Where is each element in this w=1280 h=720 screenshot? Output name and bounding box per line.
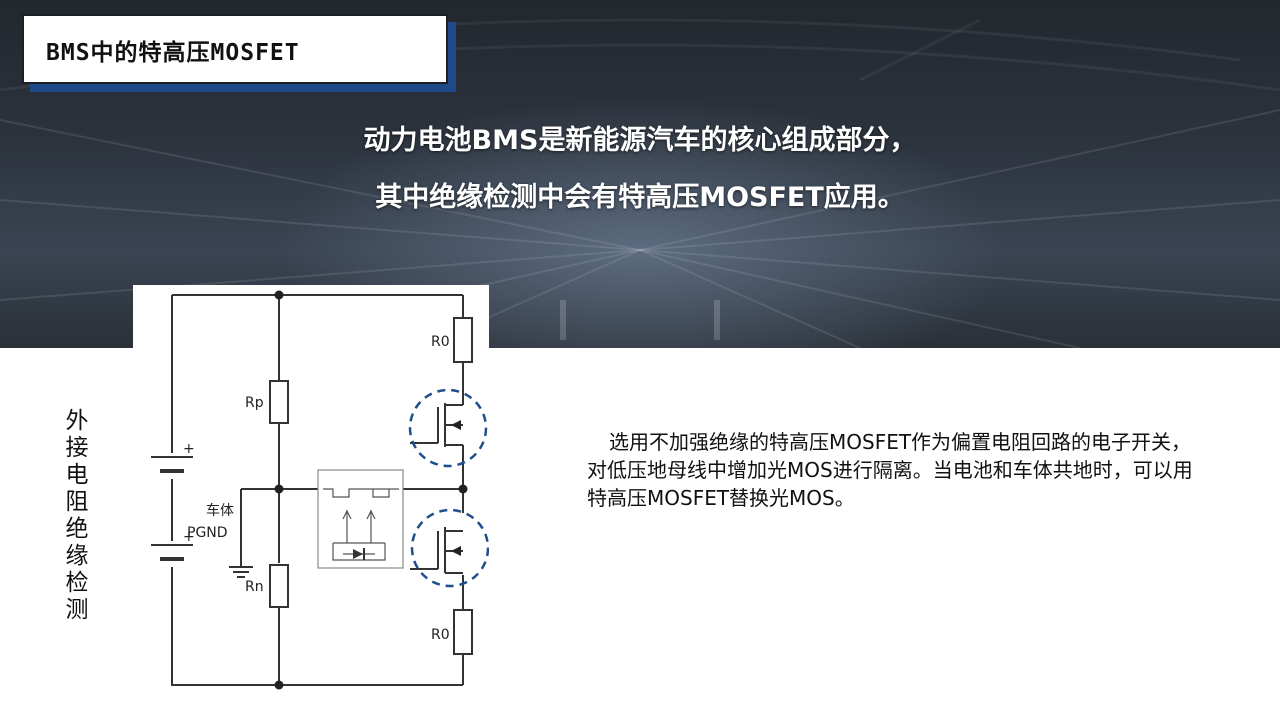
- label-pgnd: PGND: [187, 525, 228, 541]
- page-title: BMS中的特高压MOSFET: [46, 40, 300, 66]
- circuit-schematic: + +: [151, 290, 489, 690]
- title-box: BMS中的特高压MOSFET: [22, 14, 448, 84]
- battery-icon: [151, 541, 193, 567]
- label-rn: Rn: [245, 579, 264, 595]
- battery-icon: [151, 453, 193, 479]
- resistor-r0-top: [453, 317, 473, 363]
- circuit-diagram: + +: [133, 285, 489, 690]
- label-chassis: 车体: [206, 502, 234, 519]
- ground-icon: [229, 566, 253, 578]
- photo-mos-box: [317, 469, 404, 569]
- mosfet-top: [410, 403, 463, 447]
- label-r0-bottom: R0: [431, 627, 450, 643]
- label-r0-top: R0: [431, 334, 450, 350]
- label-rp: Rp: [245, 395, 264, 411]
- resistor-rp: [269, 380, 289, 424]
- battery-plus-bottom: +: [183, 529, 195, 545]
- description-body: 选用不加强绝缘的特高压MOSFET作为偏置电阻回路的电子开关，对低压地母线中增加…: [587, 430, 1193, 510]
- vertical-caption: 外接电阻绝缘检测: [65, 408, 89, 623]
- highlight-circle-bottom: [410, 508, 489, 588]
- headline-line-1: 动力电池BMS是新能源汽车的核心组成部分，: [363, 125, 917, 156]
- resistor-rn: [269, 564, 289, 608]
- mosfet-bottom: [410, 527, 463, 574]
- highlight-circle-top: [408, 388, 488, 468]
- battery-plus-top: +: [183, 441, 195, 457]
- resistor-r0-bottom: [453, 609, 473, 655]
- headline-line-2: 其中绝缘检测中会有特高压MOSFET应用。: [375, 182, 905, 213]
- description-text: 选用不加强绝缘的特高压MOSFET作为偏置电阻回路的电子开关，对低压地母线中增加…: [587, 428, 1207, 512]
